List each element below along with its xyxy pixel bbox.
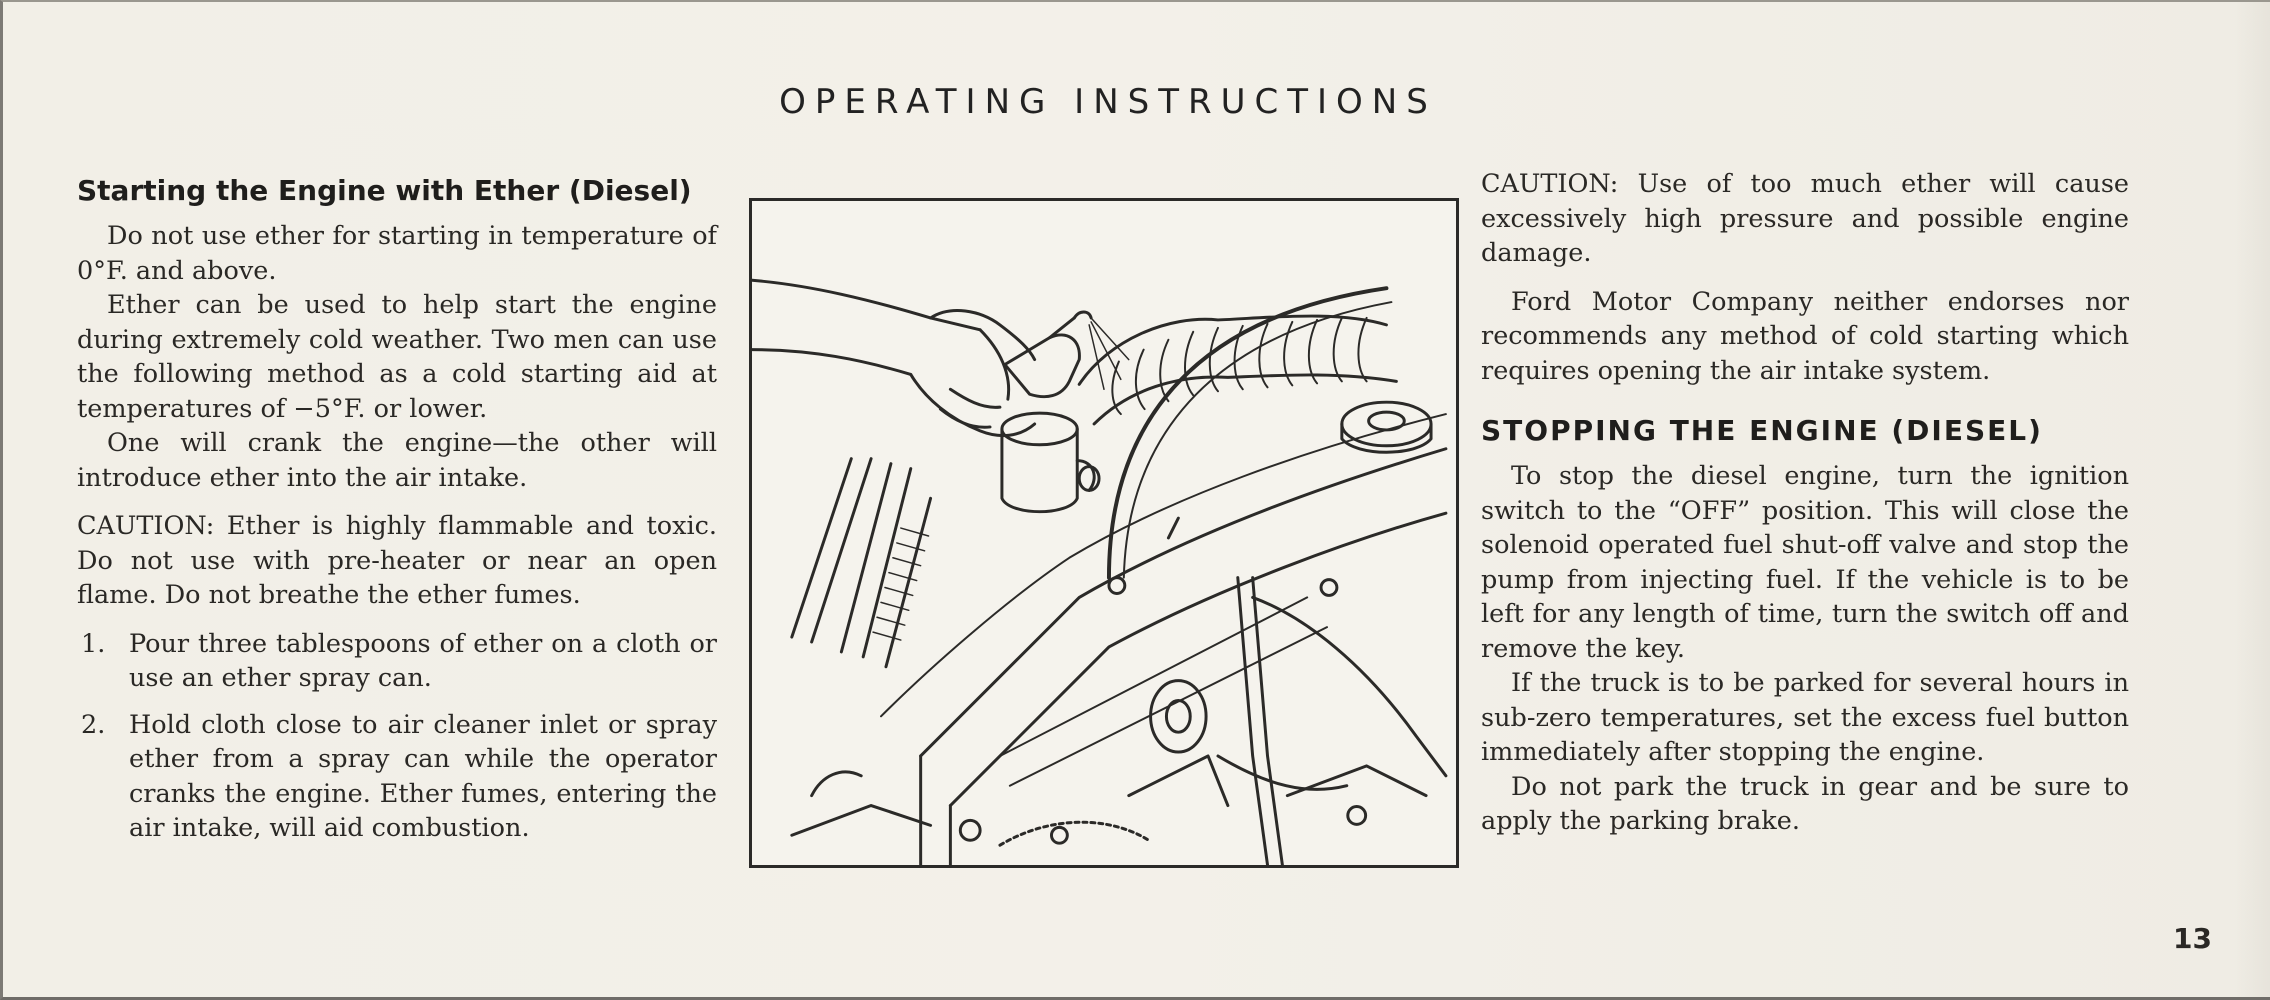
- section-heading-ether: Starting the Engine with Ether (Diesel): [77, 174, 692, 207]
- paragraph-temperature: Do not use ether for starting in tempera…: [77, 221, 717, 286]
- step-text: Pour three tablespoons of ether on a clo…: [129, 628, 717, 694]
- section-heading-stopping: STOPPING THE ENGINE (DIESEL): [1481, 414, 2043, 447]
- page-edge-shadow: [2234, 2, 2270, 997]
- paragraph-stop-engine: To stop the diesel engine, turn the igni…: [1481, 461, 2129, 664]
- paragraph-two-men: One will crank the engine—the other will…: [77, 428, 717, 493]
- paragraph-parking: Do not park the truck in gear and be sur…: [1481, 771, 2129, 837]
- page-title: OPERATING INSTRUCTIONS: [779, 82, 1437, 122]
- right-column: CAUTION: Use of too much ether will caus…: [1481, 167, 2129, 839]
- page-number: 13: [2173, 922, 2212, 955]
- step-number: 1.: [81, 628, 106, 659]
- steps-list: 1. Pour three tablespoons of ether on a …: [77, 627, 717, 846]
- step-text: Hold cloth close to air cleaner inlet or…: [129, 709, 717, 844]
- paragraph-ether-usage: Ether can be used to help start the engi…: [77, 290, 717, 424]
- list-item: 1. Pour three tablespoons of ether on a …: [77, 627, 717, 696]
- paragraph-sub-zero: If the truck is to be parked for several…: [1481, 668, 2129, 767]
- paragraph-ford-disclaimer: Ford Motor Company neither endorses nor …: [1481, 286, 2129, 386]
- list-item: 2. Hold cloth close to air cleaner inlet…: [77, 708, 717, 846]
- caution-flammable: CAUTION: Ether is highly flammable and t…: [77, 511, 717, 610]
- step-number: 2.: [81, 709, 106, 740]
- engine-illustration: [749, 198, 1459, 868]
- caution-too-much-ether: CAUTION: Use of too much ether will caus…: [1481, 169, 2129, 268]
- left-column: Starting the Engine with Ether (Diesel) …: [77, 174, 717, 858]
